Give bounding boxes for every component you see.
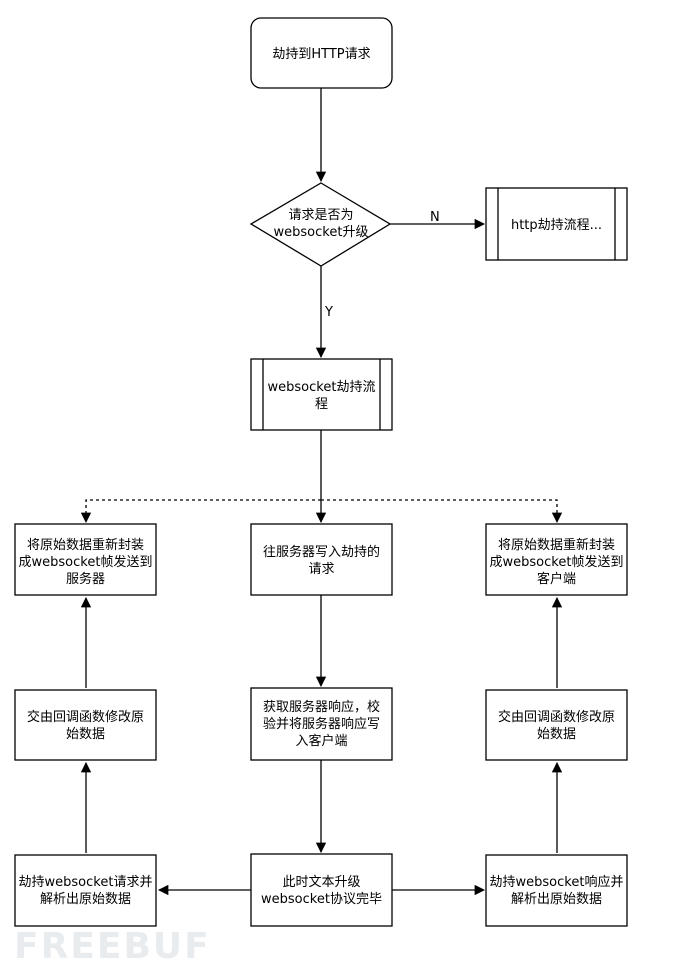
node-ws-process-line2: 程 [315,397,328,412]
node-left-top-line3: 服务器 [66,571,105,587]
edges [80,88,563,896]
node-mid-top: 往服务器写入劫持的 请求 [250,523,393,596]
node-right-bot-line2: 解析出原始数据 [511,892,602,907]
node-start-label: 劫持到HTTP请求 [272,47,370,62]
node-mid-bot-line1: 此时文本升级 [282,875,360,890]
node-start: 劫持到HTTP请求 [250,17,393,89]
node-right-top-line3: 客户端 [537,571,576,587]
node-http-process: http劫持流程... [485,187,628,261]
node-right-mid-line1: 交由回调函数修改原 [498,709,615,725]
node-right-mid: 交由回调函数修改原 始数据 [485,689,628,761]
edge-label-no: N [430,210,440,225]
edge-label-yes: Y [324,305,333,320]
node-right-top: 将原始数据重新封装 成websocket帧发送到 客户端 [485,523,628,596]
node-mid-mid-line1: 获取服务器响应，校 [263,699,380,715]
node-right-bot-line1: 劫持websocket响应并 [490,874,624,890]
node-right-bot: 劫持websocket响应并 解析出原始数据 [485,854,628,927]
node-left-bot: 劫持websocket请求并 解析出原始数据 [14,854,157,927]
node-decision: 请求是否为 websocket升级 [249,182,392,267]
node-mid-bot-line2: websocket协议完毕 [261,892,382,907]
node-left-bot-line1: 劫持websocket请求并 [19,875,153,890]
node-left-top: 将原始数据重新封装 成websocket帧发送到 服务器 [14,523,157,596]
node-decision-line1: 请求是否为 [288,208,353,223]
watermark-logo: FREEBUF [14,926,211,967]
node-left-top-line2: 成websocket帧发送到 [19,554,153,570]
node-left-bot-line2: 解析出原始数据 [40,892,131,907]
node-left-mid: 交由回调函数修改原 始数据 [14,689,157,761]
node-http-process-label: http劫持流程... [511,218,602,233]
node-mid-top-line2: 请求 [308,562,334,577]
edge-dashed-left [80,499,321,524]
node-mid-mid-line3: 入客户端 [295,733,347,749]
node-ws-process-line1: websocket劫持流 [268,380,376,395]
node-mid-top-line1: 往服务器写入劫持的 [263,544,380,560]
node-left-top-line1: 将原始数据重新封装 [27,537,144,553]
node-left-mid-line2: 始数据 [66,727,105,742]
node-mid-mid: 获取服务器响应，校 验并将服务器响应写 入客户端 [250,687,393,761]
node-right-top-line2: 成websocket帧发送到 [490,554,624,570]
node-mid-mid-line2: 验并将服务器响应写 [263,716,380,732]
node-left-mid-line1: 交由回调函数修改原 [27,709,144,725]
node-decision-line2: websocket升级 [274,225,369,240]
node-right-top-line1: 将原始数据重新封装 [498,537,615,553]
node-ws-process: websocket劫持流 程 [250,358,393,431]
node-mid-bot: 此时文本升级 websocket协议完毕 [250,853,393,927]
node-right-mid-line2: 始数据 [537,727,576,742]
edge-dashed-right [321,499,563,524]
